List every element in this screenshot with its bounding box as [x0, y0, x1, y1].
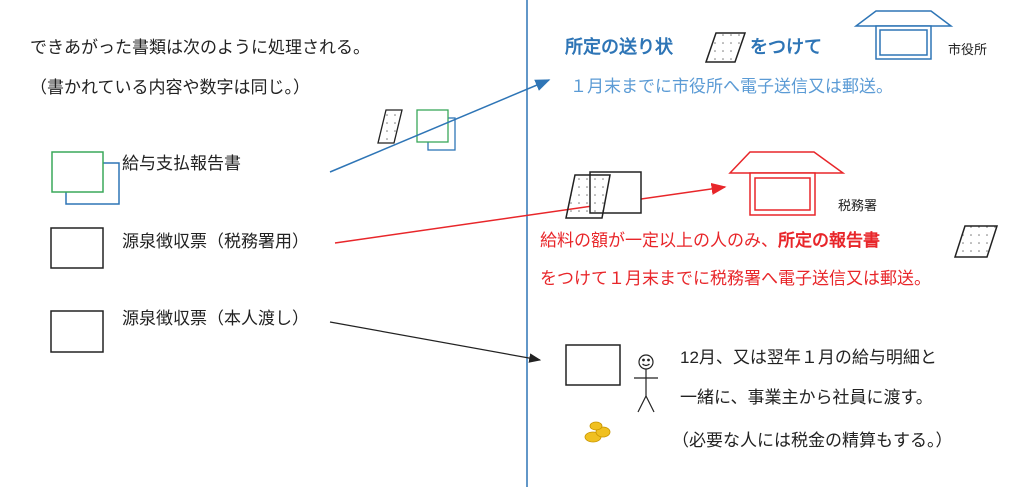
- tax-office-icon: [728, 151, 846, 216]
- tax-office-label: 税務署: [838, 198, 878, 213]
- tax-office-slip-icon: [50, 227, 104, 269]
- employee-line-3: （必要な人には税金の精算もする。）: [672, 431, 953, 450]
- pay-report-doc-icon: [51, 151, 120, 205]
- employee-line-2: 一緒に、事業主から社員に渡す。: [680, 388, 933, 407]
- cover-letter-icon: [704, 32, 747, 63]
- arrow-to-tax: [334, 182, 727, 244]
- employee-slip-given-icon: [565, 344, 621, 386]
- city-hall-label: 市役所: [948, 42, 988, 57]
- person-icon: [634, 354, 658, 413]
- employee-line-1: 12月、又は翌年１月の給与明細と: [680, 348, 937, 367]
- report-form-icon: [953, 225, 999, 258]
- tax-instruction-line-1: 給料の額が一定以上の人のみ、所定の報告書: [540, 231, 880, 251]
- doc-label-employee-slip: 源泉徴収票（本人渡し）: [122, 309, 309, 328]
- intro-line-2: （書かれている内容や数字は同じ。）: [30, 78, 310, 97]
- docs-with-cover-icon: [377, 109, 456, 151]
- doc-label-pay-report: 給与支払報告書: [122, 154, 241, 173]
- tax-report-label: 所定の報告書: [778, 231, 880, 250]
- intro-line-1: できあがった書類は次のように処理される。: [30, 38, 370, 57]
- tax-instruction-line-2: をつけて１月末までに税務署へ電子送信又は郵送。: [540, 269, 931, 288]
- city-instruction: １月末までに市役所へ電子送信又は郵送。: [570, 77, 893, 96]
- tax-docs-icon: [565, 171, 642, 219]
- tax-condition: 給料の額が一定以上の人のみ、: [540, 231, 778, 250]
- employee-slip-icon: [50, 310, 104, 353]
- arrow-to-city: [329, 79, 551, 173]
- city-hall-icon: [853, 10, 954, 60]
- doc-label-tax-slip: 源泉徴収票（税務署用）: [122, 232, 309, 251]
- coins-icon: [584, 421, 611, 443]
- city-cover-label: 所定の送り状: [565, 37, 673, 57]
- city-attach-label: をつけて: [750, 37, 822, 57]
- arrow-to-employee: [329, 321, 542, 363]
